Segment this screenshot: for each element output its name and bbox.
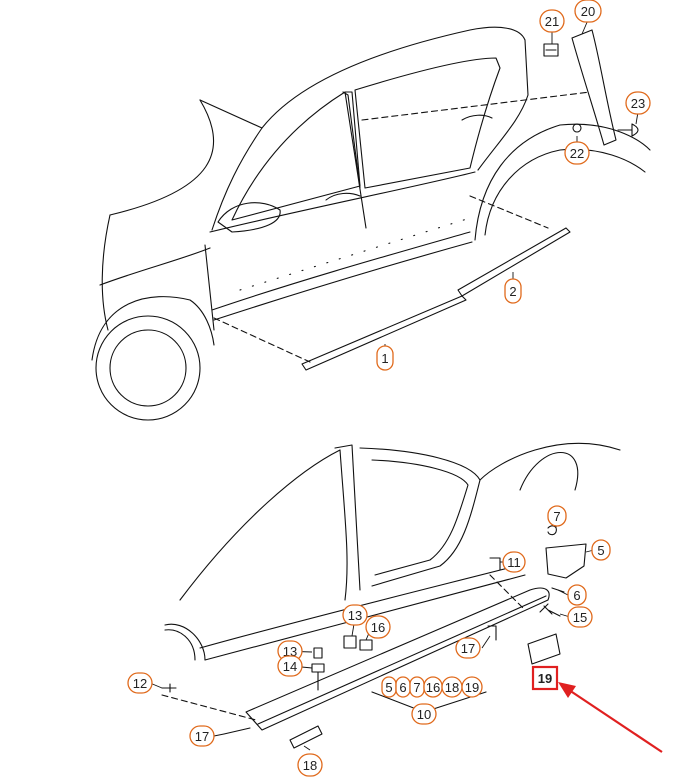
callout-13-upper[interactable]: 13 <box>342 604 368 626</box>
svg-text:14: 14 <box>283 659 297 674</box>
svg-text:12: 12 <box>133 676 147 691</box>
callout-2[interactable]: 2 <box>504 278 522 304</box>
group-10-items: 5 6 7 16 18 19 <box>381 676 483 698</box>
sill-panel <box>245 587 550 731</box>
clip-part-13-upper <box>343 635 357 649</box>
callout-17-left[interactable]: 17 <box>189 725 215 747</box>
fastener-stack-13-14 <box>311 647 325 691</box>
svg-text:6: 6 <box>399 680 406 695</box>
screw-part-17-right <box>487 625 497 641</box>
callout-20[interactable]: 20 <box>574 0 602 23</box>
bracket-part-20 <box>571 29 617 146</box>
svg-text:17: 17 <box>461 641 475 656</box>
svg-text:18: 18 <box>303 758 317 773</box>
svg-text:5: 5 <box>385 680 392 695</box>
svg-text:5: 5 <box>597 543 604 558</box>
svg-text:1: 1 <box>381 351 388 366</box>
clip-part-7 <box>547 525 557 536</box>
callout-23[interactable]: 23 <box>625 91 651 115</box>
callout-11[interactable]: 11 <box>502 551 526 573</box>
callout-1[interactable]: 1 <box>376 345 394 371</box>
callout-5[interactable]: 5 <box>591 539 611 561</box>
svg-text:17: 17 <box>195 729 209 744</box>
svg-text:7: 7 <box>553 509 560 524</box>
rivet-part-15 <box>539 603 561 617</box>
svg-text:19: 19 <box>538 671 552 686</box>
svg-text:13: 13 <box>348 608 362 623</box>
svg-text:19: 19 <box>465 680 479 695</box>
screw-part-23 <box>617 123 639 137</box>
callout-10[interactable]: 10 <box>411 703 437 725</box>
clip-part-16 <box>359 639 373 651</box>
trim-strip-part-1 <box>301 295 467 371</box>
screw-part-17-left <box>223 727 251 735</box>
trim-strip-part-2 <box>457 227 571 297</box>
callout-16[interactable]: 16 <box>365 615 391 639</box>
cover-cap-part-19 <box>527 633 561 665</box>
car-body-top <box>91 26 651 421</box>
callout-13-lower[interactable]: 13 <box>277 640 303 662</box>
callout-7[interactable]: 7 <box>547 505 567 527</box>
callout-15[interactable]: 15 <box>567 606 593 628</box>
callout-19-highlighted[interactable]: 19 <box>531 665 559 691</box>
svg-text:2: 2 <box>509 284 516 299</box>
svg-text:22: 22 <box>570 146 584 161</box>
nut-part-22 <box>572 123 582 133</box>
leader-lines <box>149 19 639 751</box>
svg-text:23: 23 <box>631 96 645 111</box>
svg-text:16: 16 <box>371 620 385 635</box>
svg-text:15: 15 <box>573 610 587 625</box>
callout-6[interactable]: 6 <box>567 584 587 606</box>
bolt-part-12 <box>161 683 177 693</box>
callout-21[interactable]: 21 <box>539 9 565 33</box>
screw-part-11 <box>489 557 501 571</box>
callout-17-right[interactable]: 17 <box>455 637 481 659</box>
svg-text:10: 10 <box>417 707 431 722</box>
cover-cap-part-18 <box>289 725 323 749</box>
svg-text:6: 6 <box>573 588 580 603</box>
callout-14[interactable]: 14 <box>277 655 303 677</box>
car-body-bottom <box>161 442 621 721</box>
bracket-part-5 <box>545 543 587 579</box>
callout-12[interactable]: 12 <box>127 672 153 694</box>
callout-22[interactable]: 22 <box>564 141 590 165</box>
svg-text:16: 16 <box>426 680 440 695</box>
svg-text:13: 13 <box>283 644 297 659</box>
clip-part-21 <box>543 43 559 57</box>
callout-18[interactable]: 18 <box>297 753 323 777</box>
svg-text:11: 11 <box>507 555 521 570</box>
svg-text:21: 21 <box>545 14 559 29</box>
svg-text:18: 18 <box>445 680 459 695</box>
svg-text:7: 7 <box>413 680 420 695</box>
svg-text:20: 20 <box>581 4 595 19</box>
highlight-arrow <box>558 682 663 753</box>
